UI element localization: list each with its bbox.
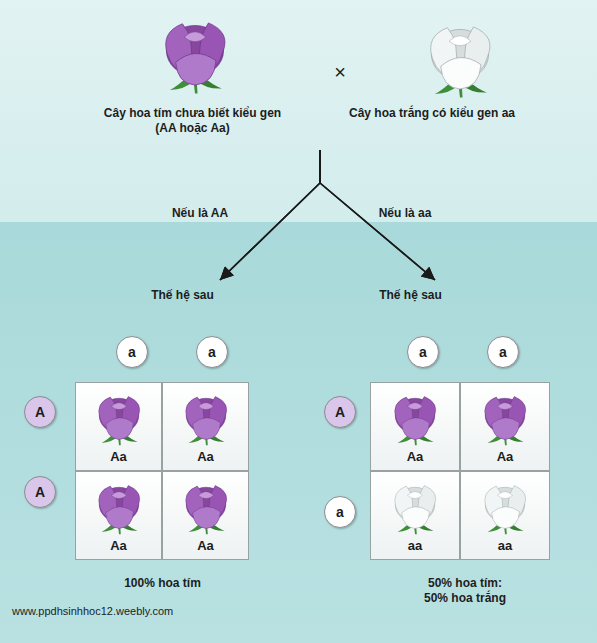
punnett-cell: Aa — [75, 471, 162, 560]
branch-arrow — [320, 150, 435, 280]
punnett-cell: Aa — [162, 382, 249, 471]
flower-illustration — [485, 486, 526, 535]
flower-illustration — [98, 486, 139, 535]
gamete-circle: a — [196, 336, 228, 368]
gamete-circle: A — [324, 396, 356, 428]
flower-illustration — [385, 478, 445, 536]
gamete-allele: a — [325, 497, 355, 527]
genotype-label: Aa — [461, 449, 549, 464]
genotype-label: Aa — [76, 449, 161, 464]
top-band — [0, 0, 597, 222]
gamete-circle: a — [324, 496, 356, 528]
punnett-cell: aa — [370, 471, 460, 560]
punnett-cell: Aa — [370, 382, 460, 471]
flower-illustration — [395, 397, 436, 446]
purple-flower — [166, 23, 225, 94]
ratio-text: 100% hoa tím — [100, 576, 225, 591]
gamete-circle: a — [116, 336, 148, 368]
flower-illustration — [485, 397, 526, 446]
branch-arrow — [220, 150, 320, 280]
edge-label: Nếu là AA — [158, 206, 242, 221]
gamete-allele: a — [408, 337, 438, 367]
flower-illustration — [98, 397, 139, 446]
genotype-label: Aa — [163, 449, 248, 464]
branch-arrow — [320, 150, 435, 280]
flower-illustration — [176, 478, 236, 536]
punnett-cell: Aa — [75, 382, 162, 471]
generation-heading: Thế hệ sau — [135, 288, 230, 303]
punnett-cell: Aa — [460, 382, 550, 471]
genotype-label: Aa — [76, 538, 161, 553]
white-flower — [431, 27, 490, 98]
gamete-allele: a — [117, 337, 147, 367]
flower-illustration — [89, 389, 149, 447]
gamete-allele: A — [25, 477, 55, 507]
flower-illustration — [185, 486, 226, 535]
branch-arrow — [220, 150, 320, 280]
flower-illustration — [475, 389, 535, 447]
gamete-allele: a — [197, 337, 227, 367]
flower-illustration — [176, 389, 236, 447]
flower-illustration — [395, 486, 436, 535]
genotype-label: aa — [461, 538, 549, 553]
gamete-allele: A — [325, 397, 355, 427]
gamete-circle: a — [487, 336, 519, 368]
bottom-band — [0, 222, 597, 643]
edge-label: Nếu là aa — [363, 206, 447, 221]
genotype-label: aa — [371, 538, 459, 553]
flower-illustration — [185, 397, 226, 446]
punnett-cell: Aa — [162, 471, 249, 560]
punnett-cell: aa — [460, 471, 550, 560]
flower-illustration — [475, 478, 535, 536]
ratio-text: 50% hoa tím: 50% hoa trắng — [415, 576, 515, 606]
genotype-label: Aa — [163, 538, 248, 553]
gamete-allele: A — [25, 397, 55, 427]
watermark: www.ppdhsinhhoc12.weebly.com — [12, 604, 252, 618]
gamete-circle: A — [24, 476, 56, 508]
gamete-allele: a — [488, 337, 518, 367]
plant-caption: Cây hoa tím chưa biết kiểu gen (AA hoặc … — [95, 106, 290, 136]
gamete-circle: A — [24, 396, 56, 428]
flower-illustration — [89, 478, 149, 536]
offspring-panel: Thế hệ sau100% hoa tímaaAAAaAaAaAa — [20, 280, 295, 598]
parent-plant: Cây hoa tím chưa biết kiểu gen (AA hoặc … — [95, 8, 320, 150]
flower-illustration — [385, 389, 445, 447]
parent-plant: Cây hoa trắng có kiểu gen aa — [320, 8, 545, 150]
edge-group — [220, 150, 435, 280]
generation-heading: Thế hệ sau — [363, 288, 458, 303]
plant-caption: Cây hoa trắng có kiểu gen aa — [348, 106, 516, 121]
genotype-label: Aa — [371, 449, 459, 464]
offspring-panel: Thế hệ sau50% hoa tím: 50% hoa trắngaaAa… — [310, 280, 580, 615]
gamete-circle: a — [407, 336, 439, 368]
cross-symbol: × — [326, 60, 354, 85]
